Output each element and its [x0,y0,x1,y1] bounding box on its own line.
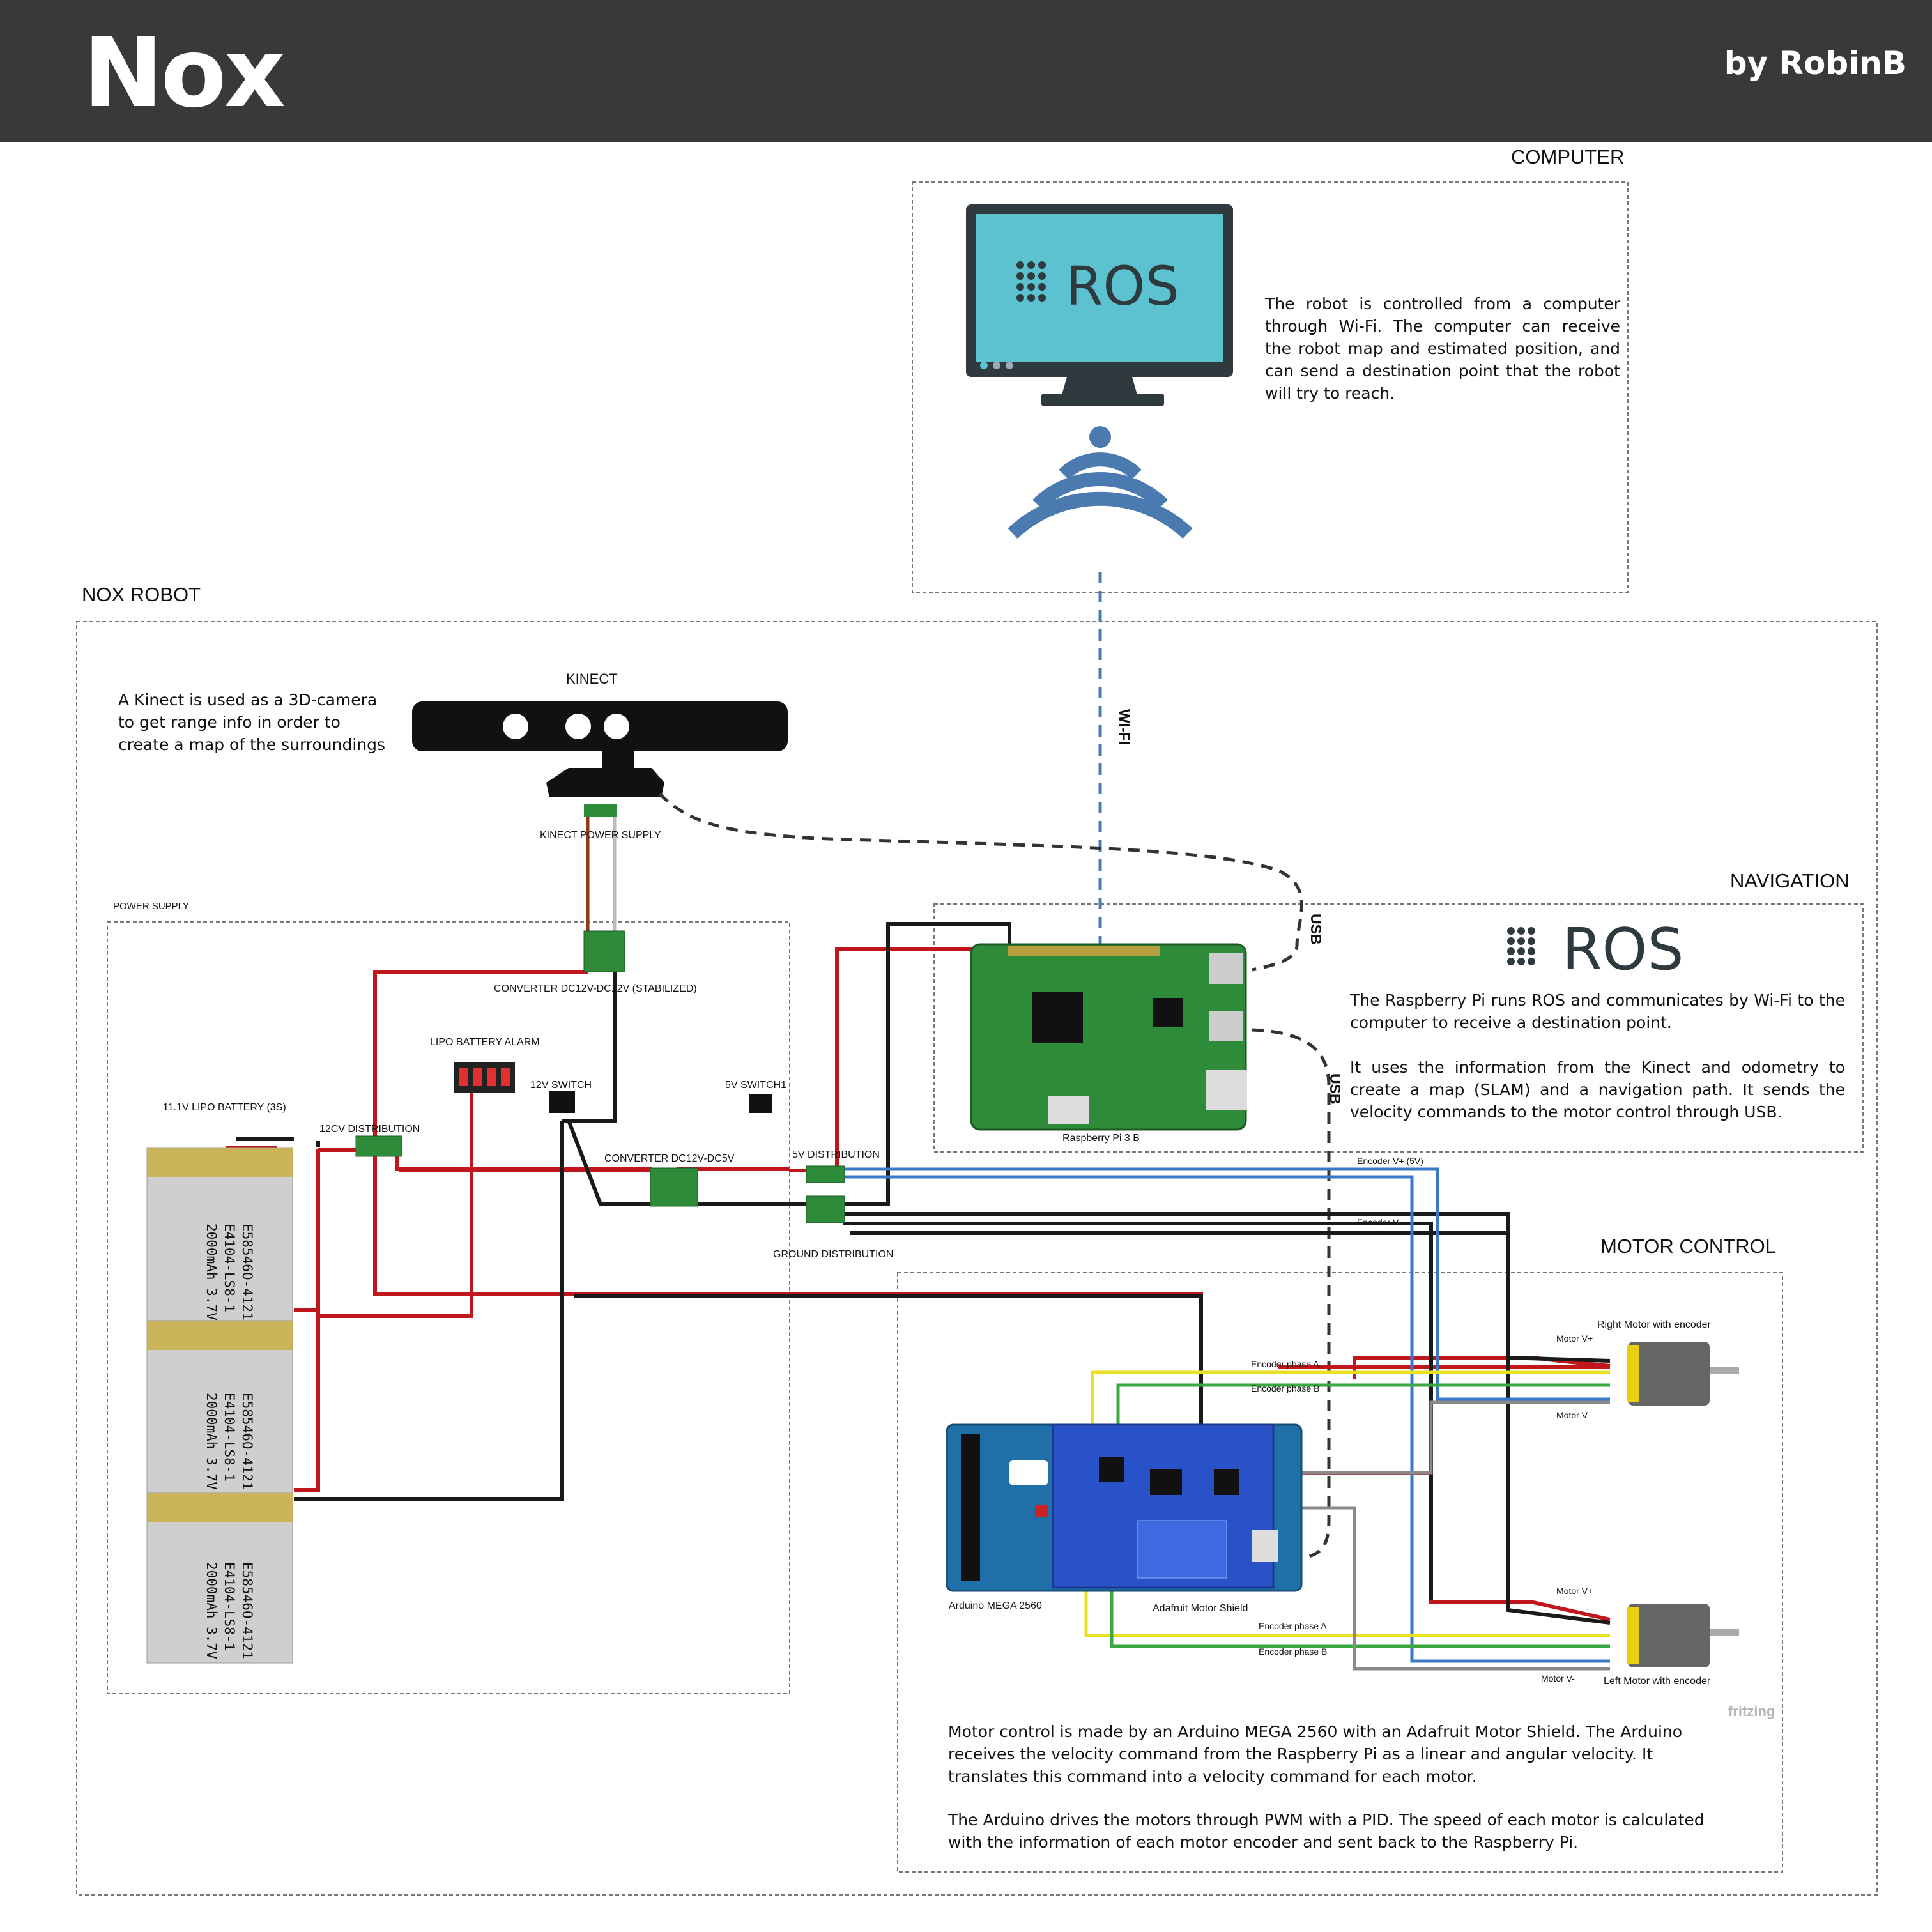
converter-12v-board [583,930,625,972]
raspberry-pi-board [970,943,1247,1131]
computer-description: The robot is controlled from a computer … [1265,295,1620,402]
dist-12v-label: 12CV DISTRIBUTION [319,1124,420,1135]
ground-dist-board [806,1195,845,1223]
dist-5v-label: 5V DISTRIBUTION [792,1149,880,1160]
fritzing-watermark: fritzing [1728,1703,1775,1719]
battery-label: 11.1V LIPO BATTERY (3S) [163,1102,286,1113]
cell1-label-1: E58546O-4121 [240,1223,255,1321]
shield-label: Adafruit Motor Shield [1153,1603,1248,1614]
arduino-label: Arduino MEGA 2560 [949,1600,1042,1611]
left-enc-b-label: Encoder phase B [1259,1646,1327,1657]
computer-section-label: COMPUTER [1511,146,1625,168]
cell3-label-1: E58546O-4121 [240,1562,255,1659]
kinect-power-label: KINECT POWER SUPPLY [540,830,661,841]
cell3-label-3: 2000mAh 3.7V [204,1562,219,1659]
switch-12v-label: 12V SWITCH [530,1080,592,1091]
converter-5v-label: CONVERTER DC12V-DC5V [604,1153,735,1164]
system-diagram: ROS WI-FI USB USB [76,181,1878,1896]
right-motor-vplus-label: Motor V+ [1556,1333,1593,1344]
converter-5v-board [650,1167,698,1207]
cell3-label-2: E4104-LS8-1 [222,1562,237,1651]
left-motor [1627,1604,1739,1667]
usb-arduino-link [1252,1028,1331,1561]
cell1-label-3: 2000mAh 3.7V [204,1223,219,1321]
usb-kinect-link [658,792,1303,972]
cell2-label-1: E58546O-4121 [240,1393,255,1490]
navigation-section-label: NAVIGATION [1730,870,1850,892]
navigation-box [933,903,1864,1153]
author-credit: by RobinB [1724,45,1906,82]
ground-wires-black [236,922,1611,1625]
motor-control-box [897,1272,1783,1873]
cell2-label-2: E4104-LS8-1 [222,1393,237,1482]
raspberry-label: Raspberry Pi 3 B [1062,1133,1140,1144]
navigation-description-1: The Raspberry Pi runs ROS and communicat… [1350,991,1845,1032]
left-enc-a-label: Encoder phase A [1259,1621,1327,1631]
wifi-link-label: WI-FI [1116,709,1133,745]
motor-description-2: The Arduino drives the motors through PW… [948,1811,1705,1851]
power-supply-section-label: POWER SUPPLY [113,901,189,912]
motor-control-section-label: MOTOR CONTROL [1600,1235,1776,1257]
power-supply-box [107,921,790,1694]
wifi-icon [1008,426,1193,539]
motor-description-1: Motor control is made by an Arduino MEGA… [948,1722,1683,1786]
ros-logo-navigation: ROS [1507,916,1684,983]
monitor-icon [966,204,1233,406]
right-motor-vminus-label: Motor V- [1556,1410,1590,1420]
lipo-battery-pack [146,1147,293,1664]
switch-5v-label: 5V SWITCH1 [725,1080,786,1091]
cell2-label-3: 2000mAh 3.7V [204,1393,219,1490]
robot-section-label: NOX ROBOT [82,583,201,606]
encoder-vplus-label: Encoder V+ (5V) [1357,1156,1423,1166]
converter-12v-label: CONVERTER DC12V-DC12V (STABILIZED) [494,983,697,994]
page-title: Nox [83,18,286,129]
ros-logo-monitor: ROS [1016,255,1179,318]
right-enc-a-label: Encoder phase A [1251,1359,1319,1369]
header-bar: Nox by RobinB [0,0,1932,142]
ros-text-navigation: ROS [1562,916,1684,983]
usb-kinect-label: USB [1308,914,1324,945]
power-wires-red [226,947,1611,1621]
kinect-description: A Kinect is used as a 3D-camera to get r… [118,691,386,754]
switch-5v [749,1094,772,1113]
left-motor-vplus-label: Motor V+ [1556,1586,1593,1596]
ground-dist-label: GROUND DISTRIBUTION [773,1249,893,1260]
dist-12v-board [355,1135,402,1157]
right-enc-b-label: Encoder phase B [1251,1383,1319,1393]
right-motor-label: Right Motor with encoder [1597,1319,1712,1330]
ros-text-monitor: ROS [1066,255,1179,318]
dist-5v-board [806,1165,845,1183]
right-motor [1627,1342,1739,1406]
computer-box [912,181,1629,593]
kinect-label: KINECT [566,671,618,687]
cell1-label-2: E4104-LS8-1 [222,1223,237,1312]
lipo-alarm-digits [459,1068,510,1086]
left-motor-label: Left Motor with encoder [1604,1676,1711,1687]
navigation-description-2: It uses the information from the Kinect … [1350,1058,1845,1121]
left-motor-vminus-label: Motor V- [1541,1673,1575,1683]
motor-vminus-wires [1278,1400,1610,1671]
encoder-vminus-label: Encoder V- [1357,1217,1402,1227]
kinect-device [412,702,788,816]
switch-12v [549,1091,575,1113]
usb-arduino-label: USB [1327,1073,1344,1105]
lipo-alarm-label: LIPO BATTERY ALARM [430,1037,540,1048]
adafruit-motor-shield [1052,1423,1278,1589]
encoder-vplus-wires [843,1167,1610,1663]
robot-box [76,621,1878,1896]
